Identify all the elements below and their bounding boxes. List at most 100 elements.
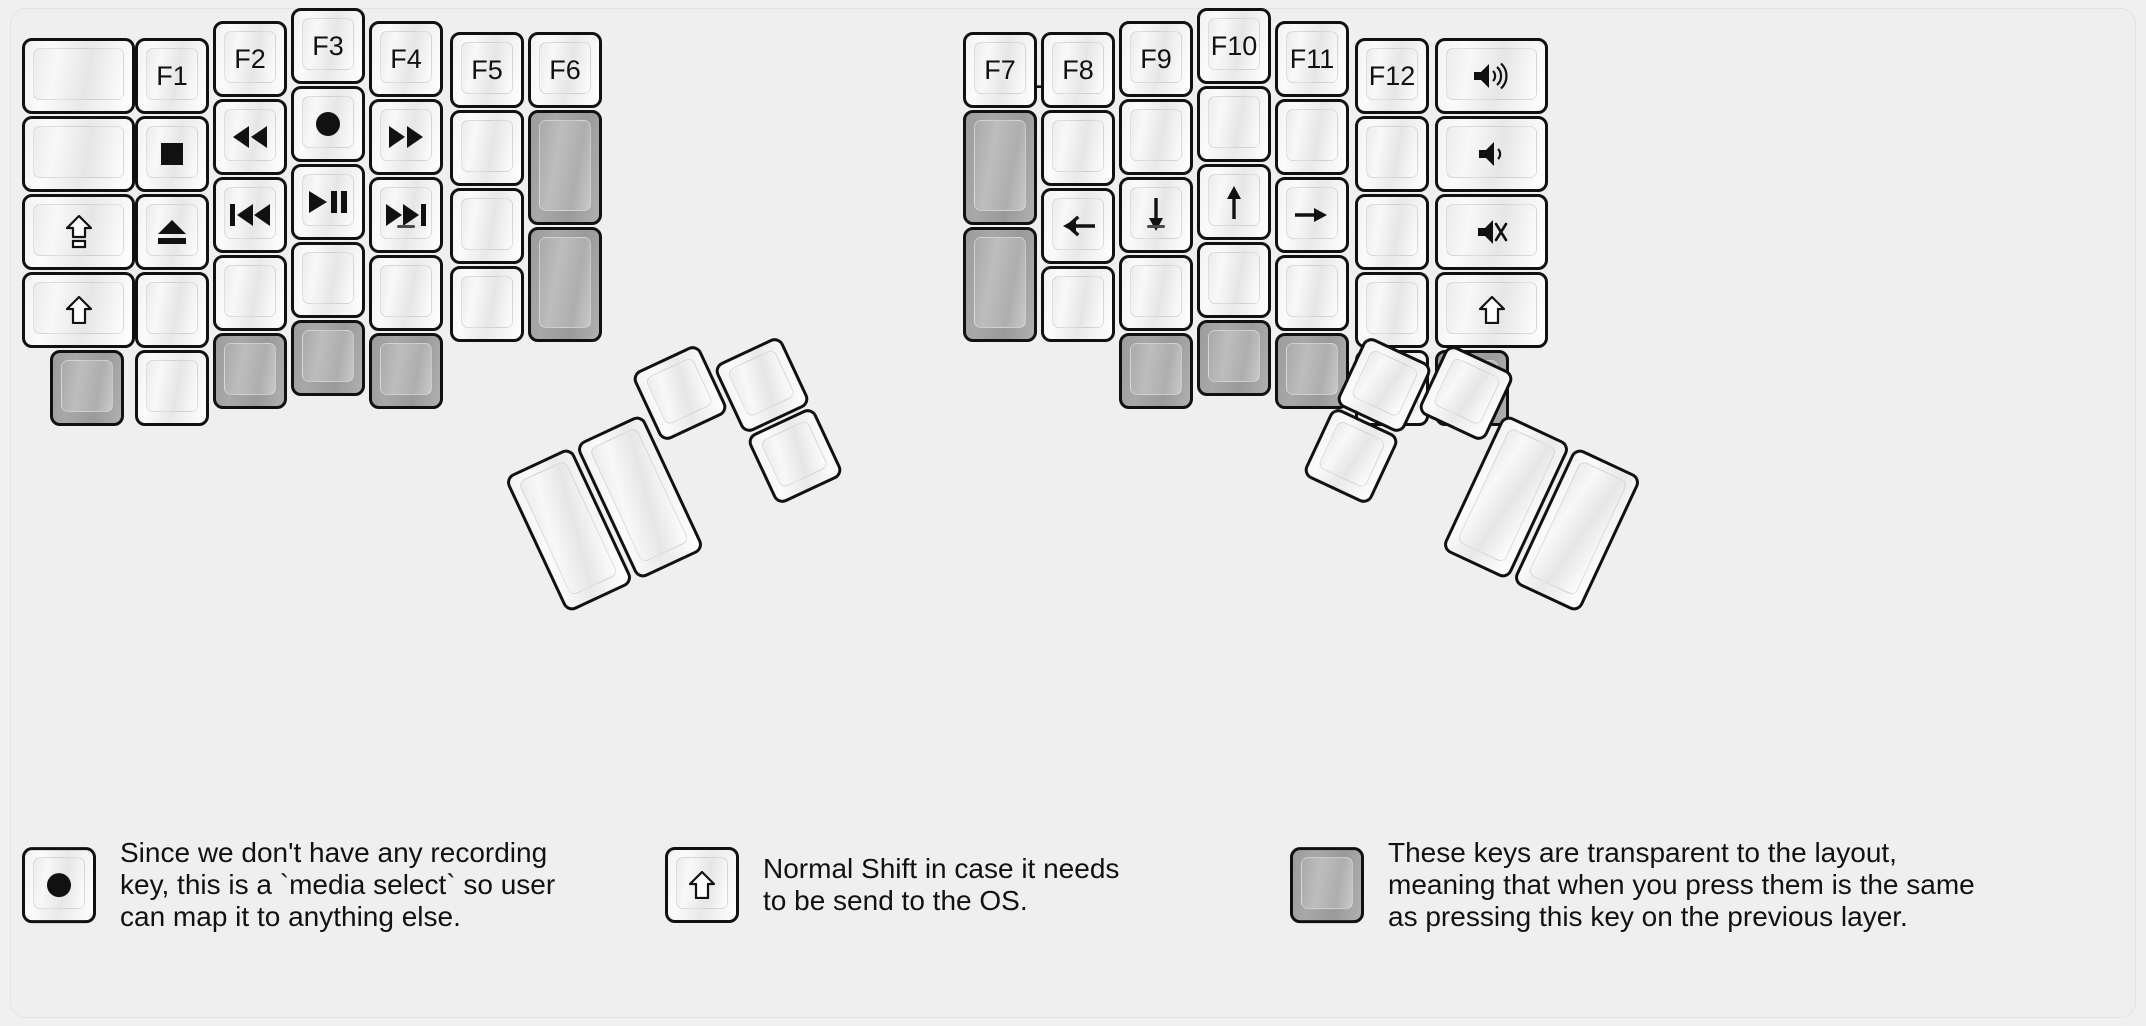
- key-right-col-inner-2[interactable]: [1041, 188, 1115, 264]
- keycap-surface: [1052, 276, 1104, 328]
- key-legend-text: F11: [1289, 43, 1335, 74]
- key-right-col-index-3[interactable]: [1119, 255, 1193, 331]
- key-left-col-ring-4[interactable]: [213, 333, 287, 409]
- homing-bar: [1147, 225, 1165, 228]
- key-left-col-pinky-3[interactable]: [135, 272, 209, 348]
- key-legend-text: F10: [1210, 30, 1258, 61]
- keycap-surface: [380, 343, 432, 395]
- key-left-col-inner-1[interactable]: [450, 110, 524, 186]
- keycap-surface: [759, 419, 829, 489]
- keycap-surface: [302, 330, 354, 382]
- key-left-col-index-2[interactable]: [369, 177, 443, 253]
- key-right-col-pinky-outer-2[interactable]: [1435, 194, 1548, 270]
- key-right-col-ring-1[interactable]: [1275, 99, 1349, 175]
- key-right-col-pinky-3[interactable]: [1355, 272, 1429, 348]
- keycap-surface: [1130, 265, 1182, 317]
- key-left-col-ring-1[interactable]: [213, 99, 287, 175]
- key-left-col-index-3[interactable]: [369, 255, 443, 331]
- key-legend-text: F5: [471, 54, 503, 85]
- key-right-col-innermost-1[interactable]: [963, 110, 1037, 225]
- key-right-col-index-2[interactable]: [1119, 177, 1193, 253]
- key-right-col-innermost-2[interactable]: [963, 227, 1037, 342]
- key-left-col-middle-3[interactable]: [291, 242, 365, 318]
- key-right-col-middle-0[interactable]: F10: [1197, 8, 1271, 84]
- homing-bar: [397, 225, 415, 228]
- key-left-col-index-1[interactable]: [369, 99, 443, 175]
- key-left-col-pinky-outer-1[interactable]: [22, 116, 135, 192]
- keycap-surface: [1286, 343, 1338, 395]
- keycap-surface: [33, 48, 124, 100]
- key-right-col-ring-3[interactable]: [1275, 255, 1349, 331]
- key-right-col-middle-1[interactable]: [1197, 86, 1271, 162]
- key-right-col-ring-2[interactable]: [1275, 177, 1349, 253]
- key-left-col-pinky-outer-4[interactable]: [50, 350, 124, 426]
- keycap-surface: [302, 252, 354, 304]
- key-right-col-index-1[interactable]: [1119, 99, 1193, 175]
- shift-arrow-icon: [1478, 296, 1505, 324]
- key-legend-text: F6: [549, 54, 581, 85]
- key-right-col-inner-1[interactable]: [1041, 110, 1115, 186]
- media-stop-icon: [159, 141, 185, 167]
- key-left-col-ring-3[interactable]: [213, 255, 287, 331]
- key-left-col-pinky-outer-2[interactable]: [22, 194, 135, 270]
- key-left-col-innermost-2[interactable]: [528, 227, 602, 342]
- key-right-col-index-4[interactable]: [1119, 333, 1193, 409]
- key-right-col-pinky-0[interactable]: F12: [1355, 38, 1429, 114]
- key-left-col-middle-1[interactable]: [291, 86, 365, 162]
- caps-lock-arrow-icon: [65, 215, 92, 249]
- keycap-surface: [1301, 857, 1353, 909]
- key-right-col-pinky-1[interactable]: [1355, 116, 1429, 192]
- volume-down-icon: [1477, 140, 1507, 168]
- key-left-col-inner-0[interactable]: F5: [450, 32, 524, 108]
- key-left-col-pinky-outer-3[interactable]: [22, 272, 135, 348]
- key-legend-text: F4: [390, 43, 422, 74]
- volume-mute-icon: [1476, 218, 1508, 246]
- key-left-col-index-0[interactable]: F4: [369, 21, 443, 97]
- key-right-col-pinky-2[interactable]: [1355, 194, 1429, 270]
- caption-item-1: Normal Shift in case it needs to be send…: [665, 847, 1119, 923]
- key-right-col-pinky-outer-0[interactable]: [1435, 38, 1548, 114]
- keycap-surface: [974, 120, 1026, 211]
- caption-key-sample-1: [665, 847, 739, 923]
- key-left-col-pinky-4[interactable]: [135, 350, 209, 426]
- media-record-icon: [45, 871, 73, 899]
- key-left-col-pinky-0[interactable]: F1: [135, 38, 209, 114]
- keycap-surface: [224, 265, 276, 317]
- media-prev-track-icon: [229, 202, 271, 228]
- key-right-col-pinky-outer-3[interactable]: [1435, 272, 1548, 348]
- key-left-col-pinky-1[interactable]: [135, 116, 209, 192]
- key-left-col-index-4[interactable]: [369, 333, 443, 409]
- key-left-col-middle-2[interactable]: [291, 164, 365, 240]
- key-legend-text: F9: [1140, 43, 1172, 74]
- key-left-col-inner-3[interactable]: [450, 266, 524, 342]
- shift-arrow-icon: [65, 296, 92, 324]
- key-left-col-inner-2[interactable]: [450, 188, 524, 264]
- keycap-surface: [61, 360, 113, 412]
- key-right-col-middle-2[interactable]: [1197, 164, 1271, 240]
- keycap-surface: [1366, 126, 1418, 178]
- key-right-col-ring-0[interactable]: F11: [1275, 21, 1349, 97]
- media-rewind-icon: [231, 124, 269, 150]
- keycap-surface: [974, 237, 1026, 328]
- key-left-col-pinky-2[interactable]: [135, 194, 209, 270]
- key-left-col-middle-4[interactable]: [291, 320, 365, 396]
- key-left-col-pinky-outer-0[interactable]: [22, 38, 135, 114]
- key-left-col-innermost-1[interactable]: [528, 110, 602, 225]
- caption-item-2: These keys are transparent to the layout…: [1290, 837, 1975, 933]
- keycap-surface: [461, 276, 513, 328]
- key-left-col-innermost-0[interactable]: F6: [528, 32, 602, 108]
- keycap-surface: [461, 120, 513, 172]
- key-right-col-middle-3[interactable]: [1197, 242, 1271, 318]
- key-left-col-ring-2[interactable]: [213, 177, 287, 253]
- keycap-surface: [1130, 109, 1182, 161]
- key-right-col-middle-4[interactable]: [1197, 320, 1271, 396]
- key-right-col-innermost-0[interactable]: F7: [963, 32, 1037, 108]
- keycap-surface: [461, 198, 513, 250]
- key-left-col-middle-0[interactable]: F3: [291, 8, 365, 84]
- key-right-col-inner-3[interactable]: [1041, 266, 1115, 342]
- key-right-col-pinky-outer-1[interactable]: [1435, 116, 1548, 192]
- key-right-col-index-0[interactable]: F9: [1119, 21, 1193, 97]
- key-right-col-inner-0[interactable]: F8: [1041, 32, 1115, 108]
- key-left-col-ring-0[interactable]: F2: [213, 21, 287, 97]
- arrow-right-icon: [1295, 203, 1329, 227]
